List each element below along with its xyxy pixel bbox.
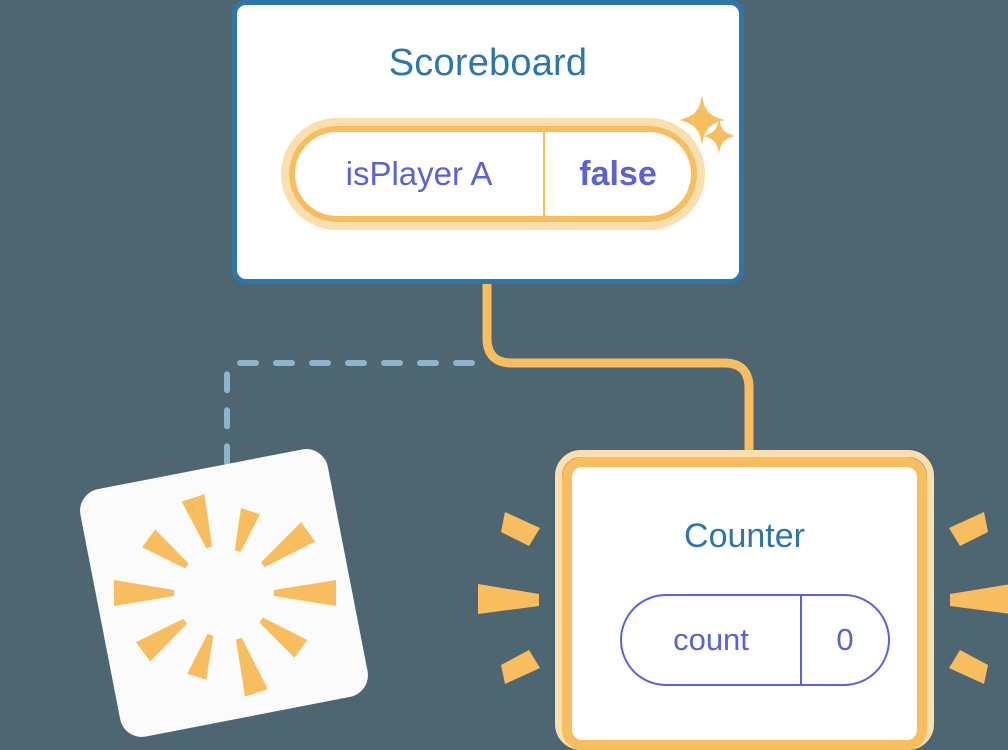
scoreboard-state-key: isPlayer A xyxy=(295,132,545,216)
ray-left-bottom xyxy=(501,650,540,684)
scoreboard-pill-glow xyxy=(281,118,705,230)
scoreboard-title: Scoreboard xyxy=(388,42,588,84)
counter-title: Counter xyxy=(684,517,805,555)
ray-left-top xyxy=(501,512,540,546)
scoreboard-state-value: false xyxy=(579,154,657,193)
counter-state-key: count xyxy=(622,596,802,684)
ray-right-middle xyxy=(950,584,1008,614)
counter-state-value: 0 xyxy=(836,622,854,657)
sparkle-large-icon xyxy=(679,95,725,145)
counter-state-pill[interactable]: count 0 xyxy=(620,594,890,686)
counter-card[interactable]: Counter count 0 xyxy=(562,457,927,750)
ray-right-bottom xyxy=(949,650,988,684)
scoreboard-card[interactable]: Scoreboard isPlayer A false xyxy=(232,0,744,284)
solid-connector-to-counter xyxy=(482,281,754,470)
ray-right-top xyxy=(949,512,988,546)
sparkle-small-icon xyxy=(703,118,735,154)
scoreboard-state-pill[interactable]: isPlayer A false xyxy=(289,126,697,222)
ghost-card-burst-rays xyxy=(114,494,336,697)
ray-left-middle xyxy=(478,584,539,614)
